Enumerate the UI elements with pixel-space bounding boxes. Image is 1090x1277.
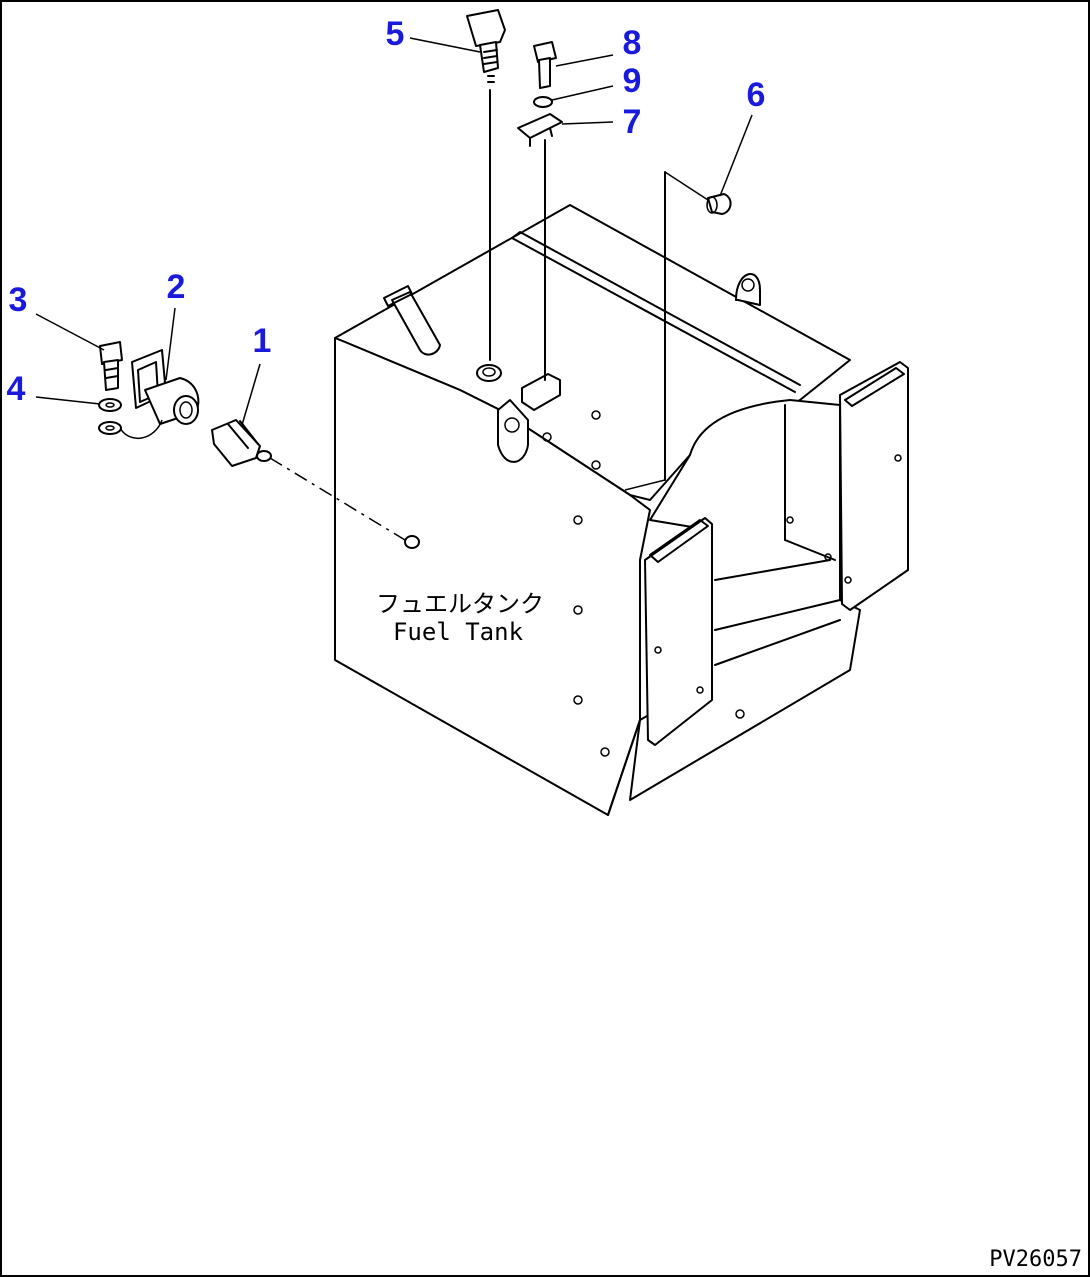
part-1-sensor (211, 419, 406, 541)
part-5-gauge (466, 9, 506, 361)
lifting-eye (735, 273, 761, 306)
part-8-bolt (533, 41, 557, 89)
drawing-code: PV26057 (989, 1247, 1082, 1272)
part-7-clamp (517, 113, 563, 381)
part-2-connector (119, 349, 200, 439)
part-9-washer (533, 96, 553, 108)
tank-label-japanese: フュエルタンク (376, 590, 544, 618)
part-6-plug (624, 171, 732, 491)
tank-top-rail (511, 231, 801, 386)
tank-front-face (334, 337, 651, 816)
front-bolt-holes (542, 410, 832, 757)
part-4-washers (98, 398, 122, 435)
side-lug (497, 399, 529, 463)
callout-3: 3 (9, 281, 28, 319)
filler-neck (391, 291, 441, 356)
leader-lines (35, 37, 753, 426)
callout-5: 5 (386, 15, 405, 53)
callout-1: 1 (253, 322, 272, 360)
callout-9: 9 (623, 62, 642, 100)
right-bracket-plate (839, 361, 909, 611)
callout-numbers: 1 2 3 4 5 6 7 8 9 (7, 15, 766, 408)
callout-7: 7 (623, 103, 642, 141)
fuel-tank (334, 204, 909, 816)
callout-6: 6 (747, 76, 766, 114)
front-bracket-plate (644, 517, 713, 746)
gauge-boss (476, 364, 502, 382)
sensor-port (404, 535, 420, 549)
callout-4: 4 (7, 370, 26, 408)
clamp-block (521, 373, 561, 411)
callout-2: 2 (167, 268, 186, 306)
tank-label-english: Fuel Tank (393, 618, 524, 646)
part-3-bolt (99, 341, 123, 391)
callout-8: 8 (623, 24, 642, 62)
